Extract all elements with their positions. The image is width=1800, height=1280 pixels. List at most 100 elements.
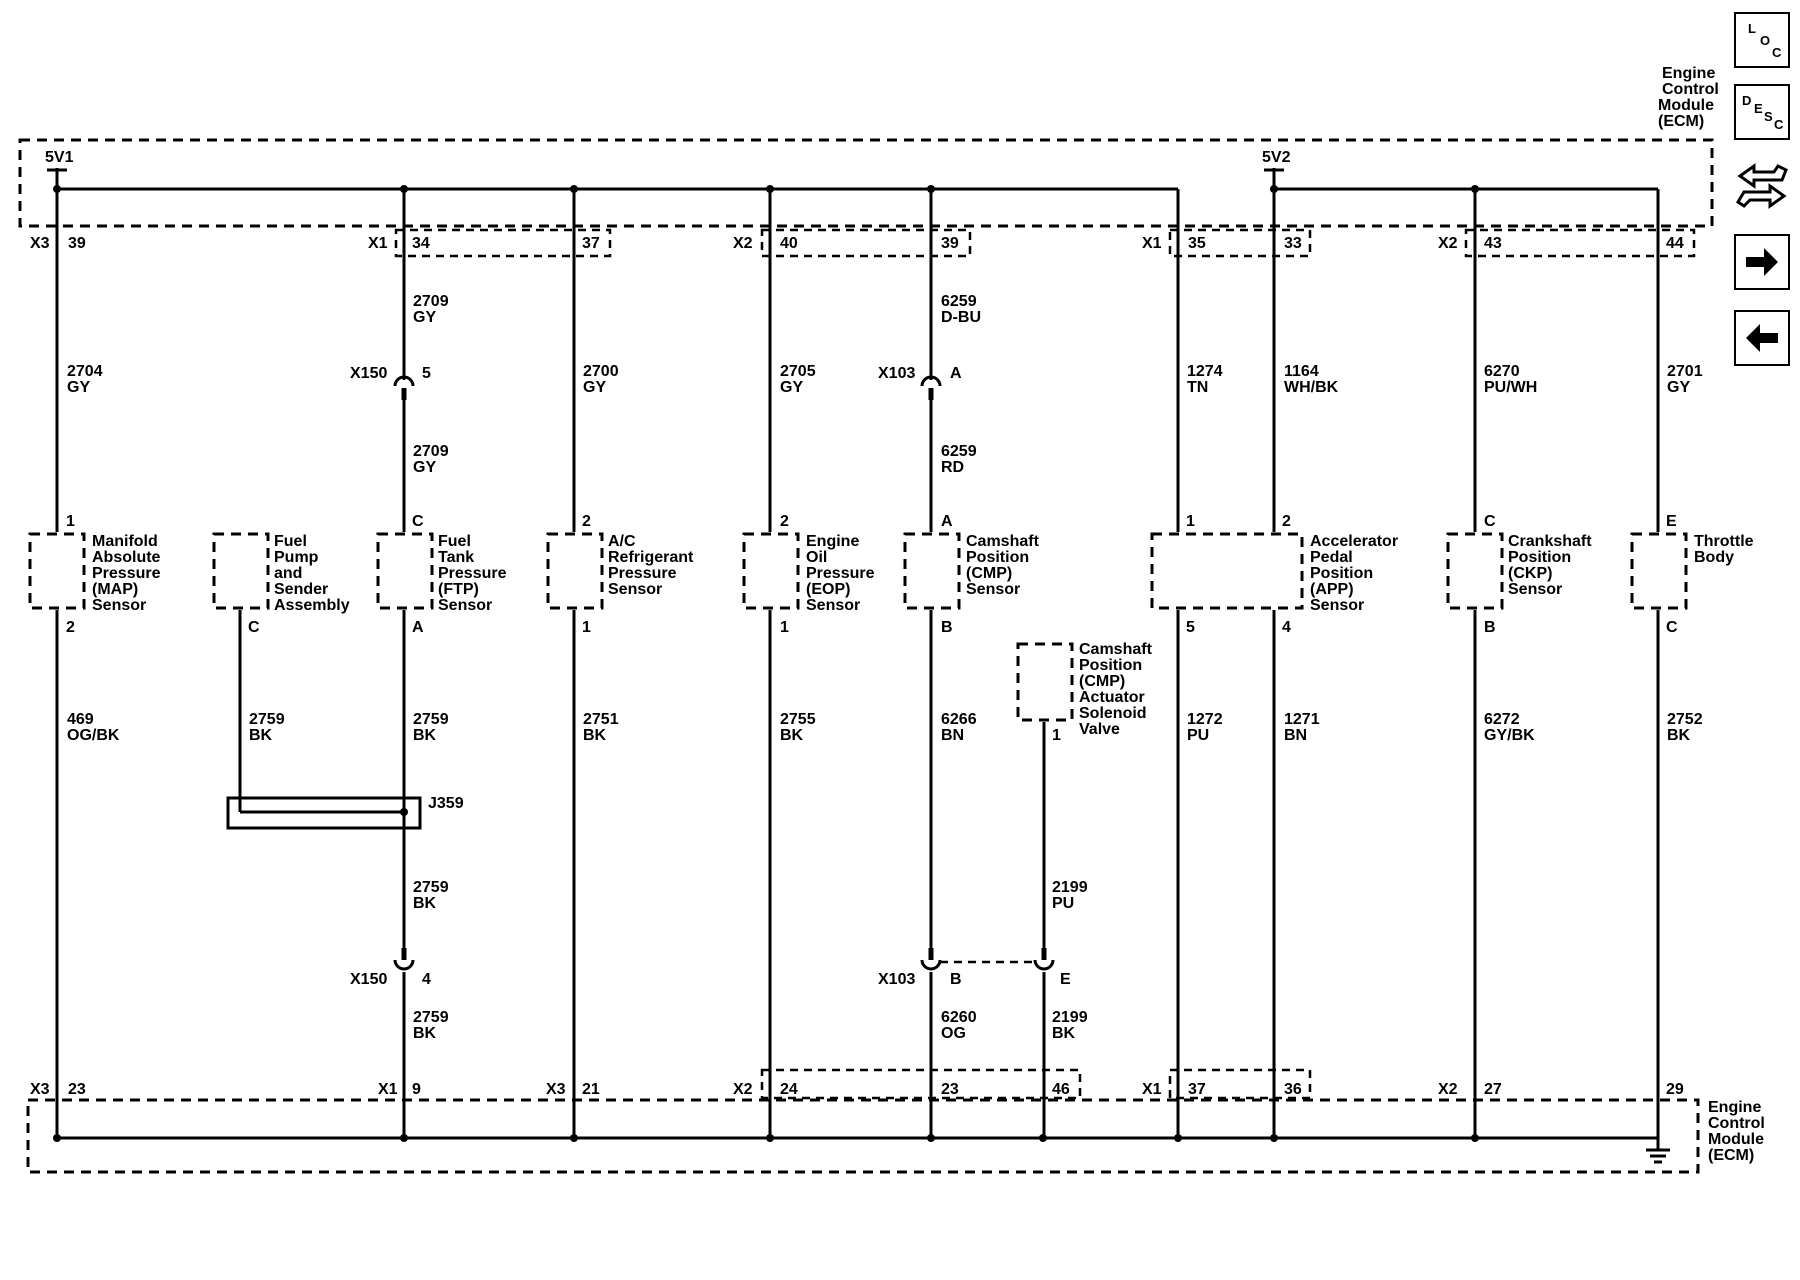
bottom-connector-groups (760, 1068, 1312, 1100)
component-label-map-sensor: Manifold Absolute Pressure (MAP) Sensor (92, 533, 161, 614)
svg-text:Throttle: Throttle (1694, 533, 1754, 550)
component-label-ac-sensor: A/C Refrigerant Pressure Sensor (608, 533, 694, 598)
svg-text:Valve: Valve (1079, 721, 1120, 738)
svg-text:E: E (1060, 971, 1071, 988)
svg-text:TN: TN (1187, 379, 1208, 396)
svg-text:(MAP): (MAP) (92, 581, 138, 598)
svg-text:GY: GY (1667, 379, 1690, 396)
svg-text:33: 33 (1284, 235, 1302, 252)
svg-text:Sensor: Sensor (92, 597, 146, 614)
svg-text:37: 37 (582, 235, 600, 252)
svg-text:Pressure: Pressure (608, 565, 677, 582)
svg-text:2: 2 (66, 619, 75, 636)
svg-text:BK: BK (1052, 1025, 1076, 1042)
svg-text:PU: PU (1052, 895, 1074, 912)
svg-text:BK: BK (780, 727, 804, 744)
component-label-eop-sensor: Engine Oil Pressure (EOP) Sensor (806, 533, 875, 614)
next-page-button[interactable] (1734, 234, 1790, 290)
svg-text:OG/BK: OG/BK (67, 727, 120, 744)
svg-text:BK: BK (413, 895, 437, 912)
rail-label-5v1: 5V1 (45, 149, 74, 166)
svg-text:6259: 6259 (941, 293, 977, 310)
svg-text:WH/BK: WH/BK (1284, 379, 1339, 396)
power-rail-5v1: 5V1 (45, 149, 1178, 191)
svg-text:(FTP): (FTP) (438, 581, 479, 598)
svg-text:X2: X2 (1438, 235, 1458, 252)
ground-bus (57, 1136, 1670, 1164)
svg-text:BK: BK (413, 727, 437, 744)
svg-text:Solenoid: Solenoid (1079, 705, 1147, 722)
svg-text:Fuel: Fuel (274, 533, 307, 550)
previous-page-button[interactable] (1734, 310, 1790, 366)
svg-text:2755: 2755 (780, 711, 816, 728)
svg-text:Engine: Engine (1662, 65, 1715, 82)
connector-view-button[interactable] (1734, 156, 1790, 212)
svg-text:Pressure: Pressure (92, 565, 161, 582)
svg-text:34: 34 (412, 235, 430, 252)
svg-text:Position: Position (966, 549, 1029, 566)
svg-text:Control: Control (1662, 81, 1719, 98)
junction-dots (53, 185, 1479, 1142)
svg-text:Sender: Sender (274, 581, 328, 598)
svg-text:(ECM): (ECM) (1658, 113, 1704, 130)
svg-text:2700: 2700 (583, 363, 619, 380)
svg-text:(ECM): (ECM) (1708, 1147, 1754, 1164)
svg-text:35: 35 (1188, 235, 1206, 252)
svg-text:(CMP): (CMP) (966, 565, 1012, 582)
svg-text:PU/WH: PU/WH (1484, 379, 1537, 396)
inline-connector-x103-bottom: X103 B E (878, 948, 1071, 988)
svg-text:B: B (1484, 619, 1496, 636)
svg-text:Engine: Engine (806, 533, 859, 550)
svg-text:(APP): (APP) (1310, 581, 1354, 598)
inline-connector-x150-bottom: X150 4 (350, 948, 431, 988)
component-label-throttle-body: Throttle Body (1694, 533, 1754, 566)
svg-text:23: 23 (68, 1081, 86, 1098)
svg-text:(CKP): (CKP) (1508, 565, 1552, 582)
svg-text:GY: GY (67, 379, 90, 396)
svg-text:1164: 1164 (1284, 363, 1319, 380)
location-button[interactable]: L O C (1734, 12, 1790, 68)
svg-text:1: 1 (66, 513, 75, 530)
svg-text:6266: 6266 (941, 711, 977, 728)
connector-swap-icon (1735, 163, 1788, 209)
ecm-label-bottom: Engine Control Module (ECM) (1708, 1099, 1765, 1164)
cmp-sensor-box (903, 532, 961, 610)
svg-text:6270: 6270 (1484, 363, 1520, 380)
svg-text:C: C (248, 619, 260, 636)
svg-text:Tank: Tank (438, 549, 474, 566)
svg-text:39: 39 (68, 235, 86, 252)
svg-text:4: 4 (422, 971, 431, 988)
svg-text:Manifold: Manifold (92, 533, 158, 550)
ac-sensor-box (546, 532, 604, 610)
svg-text:X2: X2 (1438, 1081, 1458, 1098)
component-label-app-sensor: Accelerator Pedal Position (APP) Sensor (1310, 533, 1398, 614)
svg-text:E: E (1666, 513, 1677, 530)
svg-text:1271: 1271 (1284, 711, 1320, 728)
svg-text:29: 29 (1666, 1081, 1684, 1098)
fuel-pump-box (212, 532, 270, 610)
svg-text:27: 27 (1484, 1081, 1502, 1098)
svg-text:C: C (412, 513, 424, 530)
svg-text:BN: BN (1284, 727, 1307, 744)
svg-text:2: 2 (582, 513, 591, 530)
svg-text:43: 43 (1484, 235, 1502, 252)
svg-text:21: 21 (582, 1081, 600, 1098)
svg-text:Sensor: Sensor (966, 581, 1020, 598)
svg-text:1272: 1272 (1187, 711, 1223, 728)
description-button[interactable]: D E S C (1734, 84, 1790, 140)
component-label-cmp-sensor: Camshaft Position (CMP) Sensor (966, 533, 1040, 598)
svg-text:Oil: Oil (806, 549, 827, 566)
svg-text:Pump: Pump (274, 549, 319, 566)
ckp-sensor-box (1446, 532, 1504, 610)
